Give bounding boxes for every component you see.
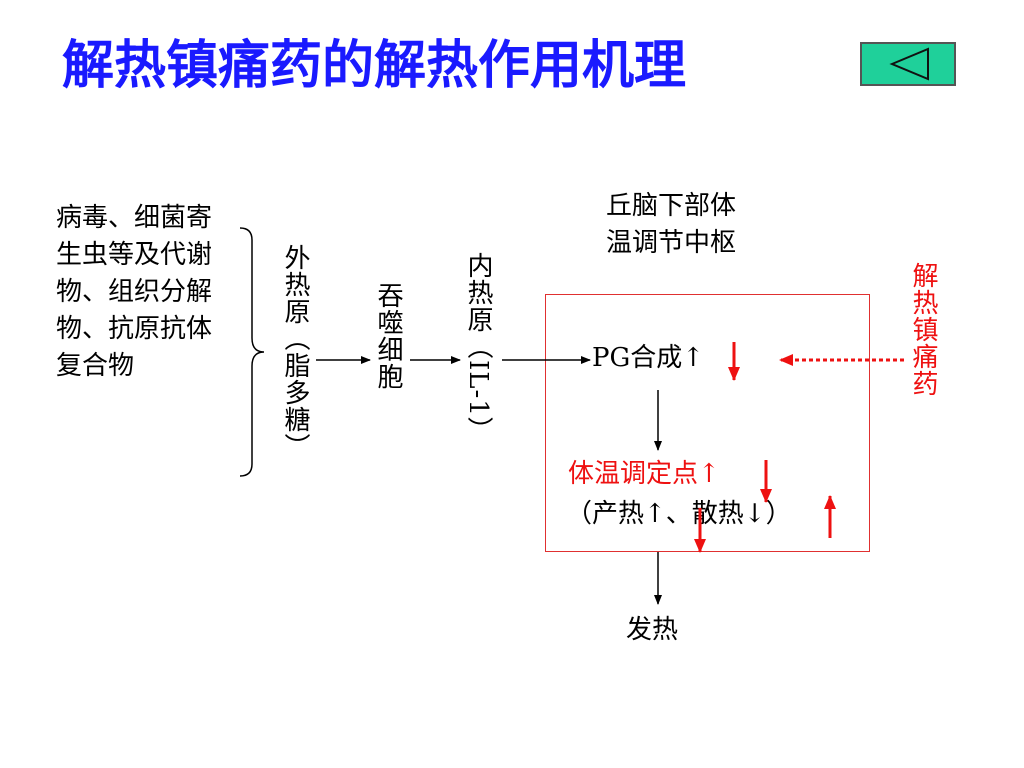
heat-balance: （产热↑、散热↓） <box>566 499 792 529</box>
exogenous-pyrogen: 外热原（脂多糖） <box>280 244 310 460</box>
pyrogen-sources: 病毒、细菌寄生虫等及代谢物、组织分解物、抗原抗体复合物 <box>56 203 213 381</box>
set-point: 体温调定点↑ <box>568 456 720 493</box>
set-point-label: 体温调定点↑ <box>568 459 720 489</box>
hypothalamus-label: 丘脑下部体 温调节中枢 <box>606 188 736 262</box>
back-triangle-icon <box>889 47 929 81</box>
page-title: 解热镇痛药的解热作用机理 <box>62 36 687 96</box>
back-button[interactable] <box>860 42 956 86</box>
grouping-brace <box>239 227 265 477</box>
hypothalamus-line-1: 丘脑下部体 <box>606 191 737 221</box>
phagocyte: 吞噬细胞 <box>373 282 403 390</box>
fever-outcome: 发热 <box>626 615 679 645</box>
antipyretic-drug: 解热镇痛药 <box>908 262 938 397</box>
thermoregulation-box <box>545 294 870 552</box>
endogenous-pyrogen: 内热原（IL-1） <box>463 252 493 444</box>
pg-synthesis: PG合成↑ <box>592 343 705 373</box>
hypothalamus-line-2: 温调节中枢 <box>606 228 737 258</box>
